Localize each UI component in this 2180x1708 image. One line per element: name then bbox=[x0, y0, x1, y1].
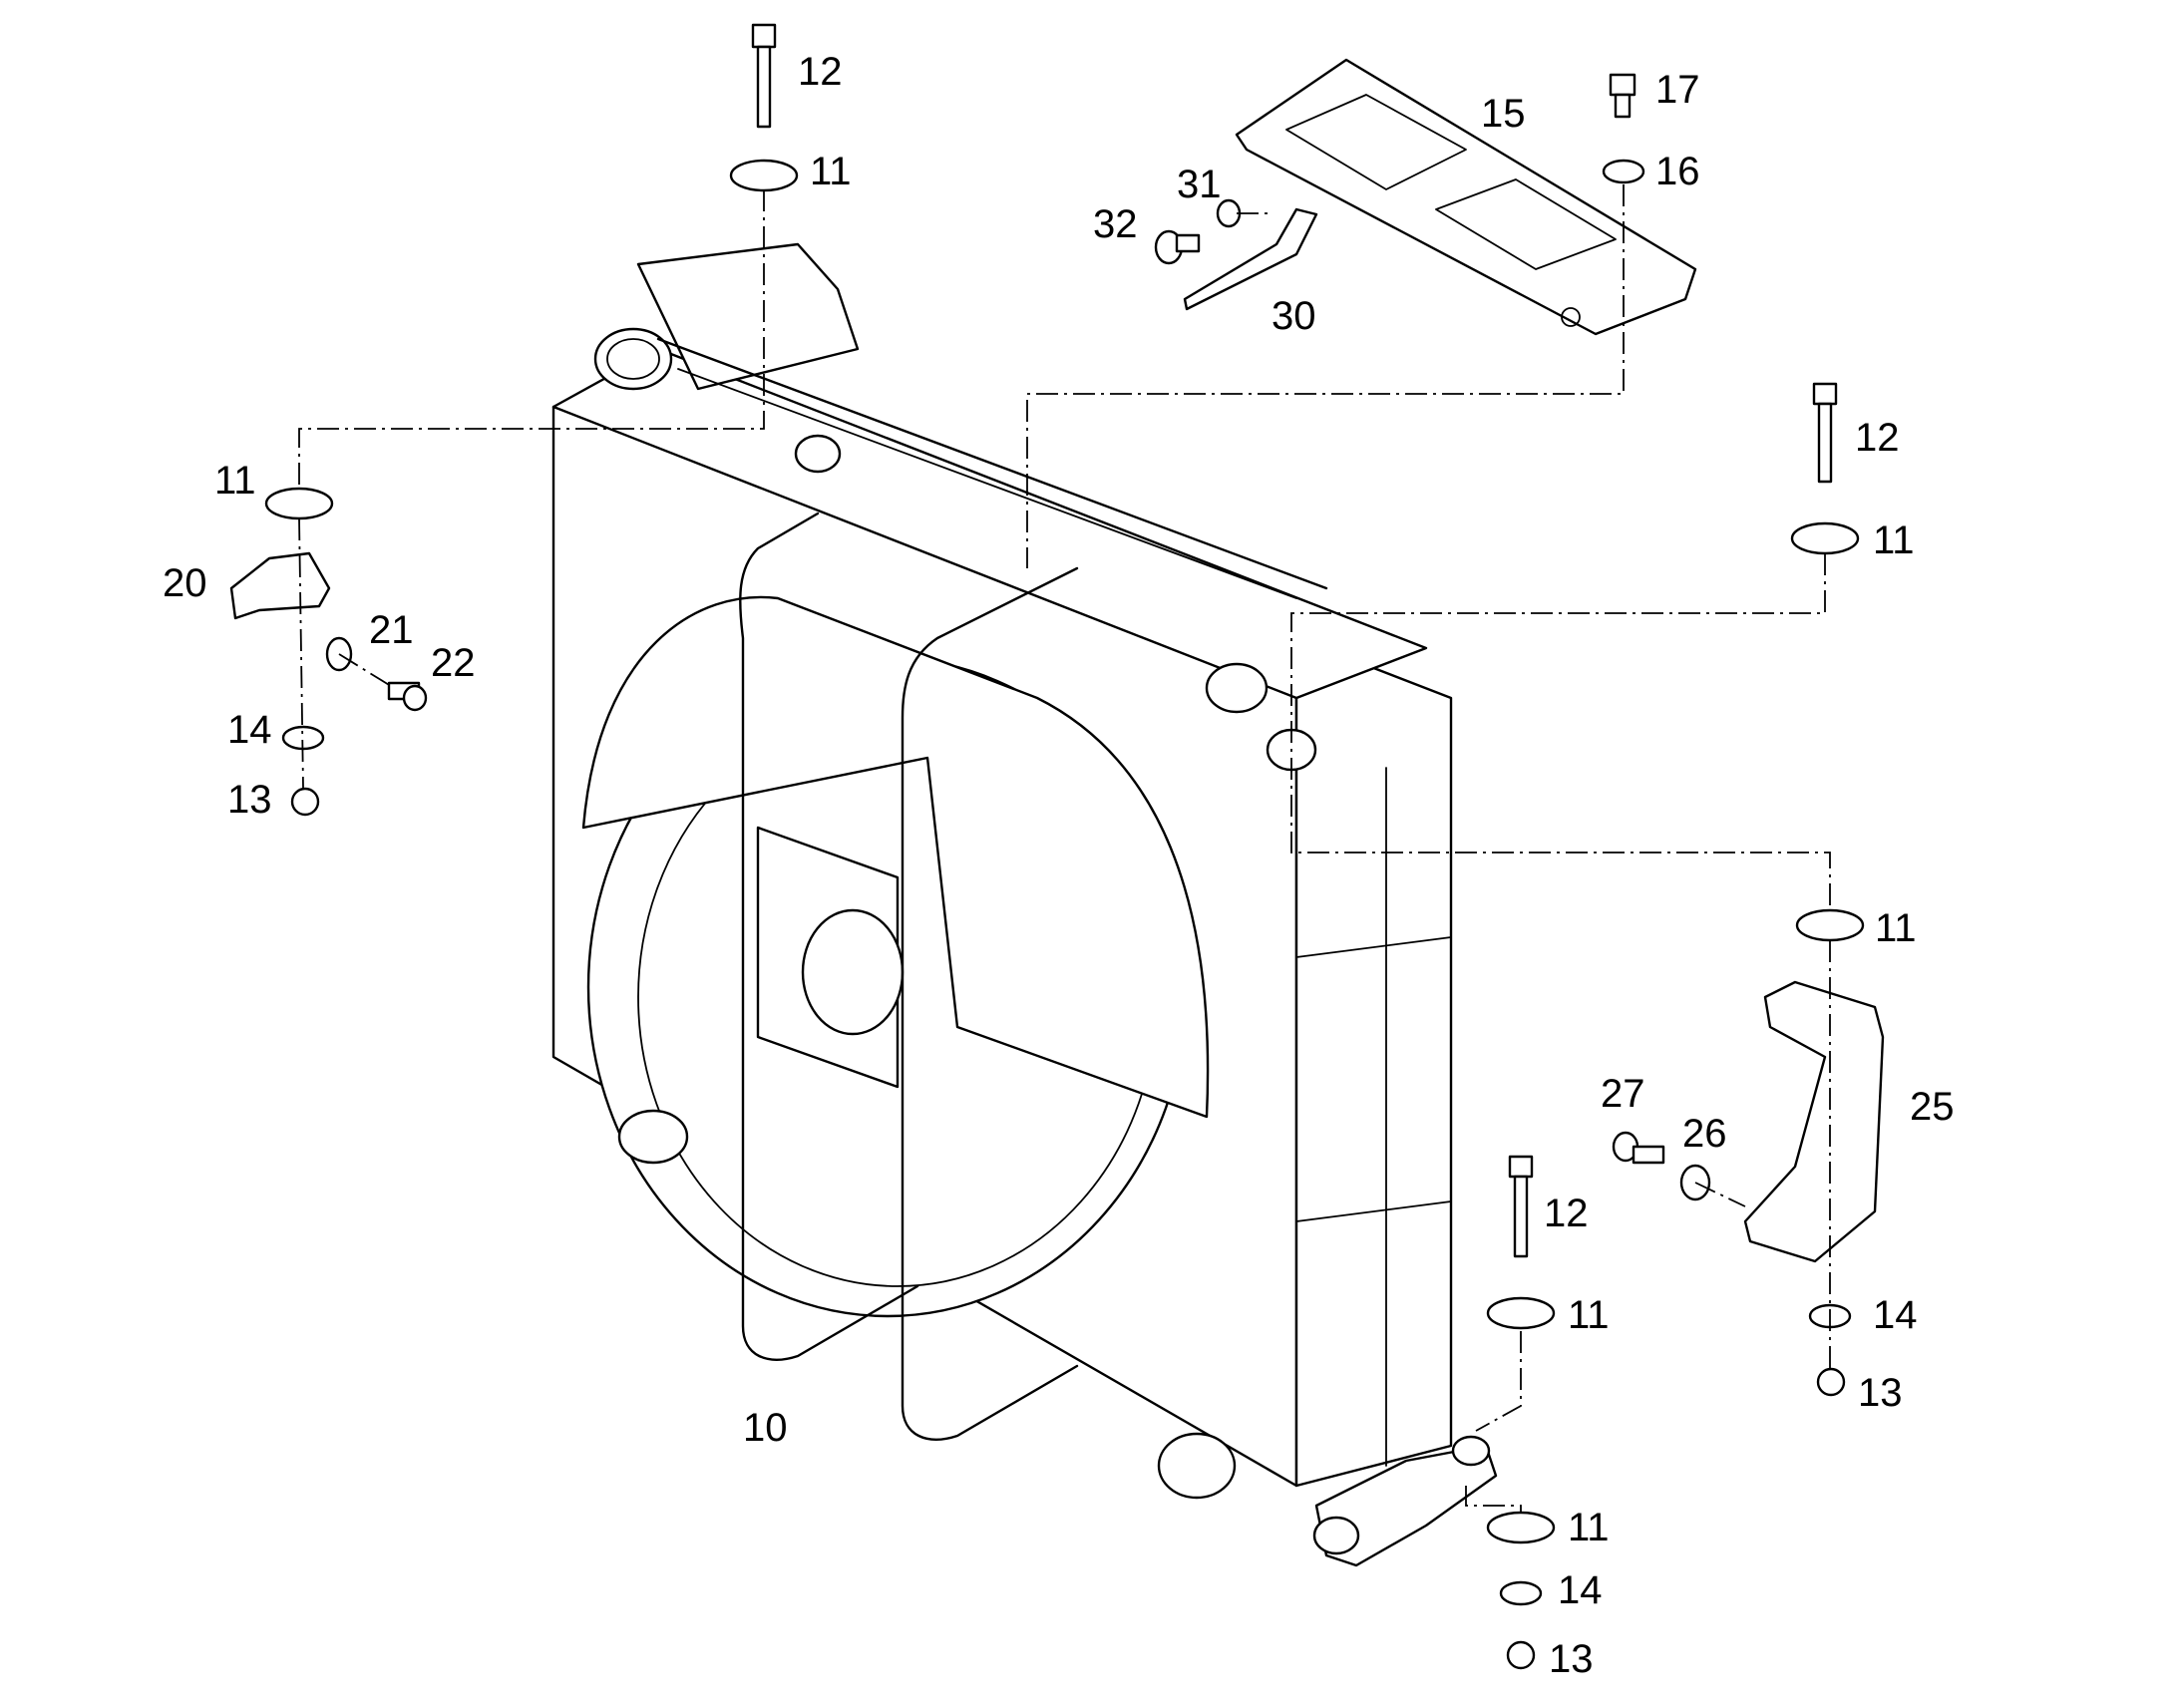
assembly-leader-lines bbox=[298, 184, 1831, 1513]
bracket-15-frame bbox=[1235, 58, 1697, 336]
bolt-12-bottom bbox=[1508, 1155, 1534, 1258]
label-11-top: 11 bbox=[810, 150, 852, 193]
label-11-right-lower: 11 bbox=[1875, 906, 1917, 950]
inlet-pipe bbox=[593, 327, 673, 391]
label-20: 20 bbox=[163, 561, 207, 605]
label-14-right: 14 bbox=[1873, 1293, 1918, 1337]
fan-hub-opening bbox=[801, 908, 905, 1036]
bolt-17 bbox=[1609, 73, 1636, 119]
bolt-12-top bbox=[751, 23, 777, 129]
bolt-22 bbox=[387, 681, 428, 712]
washer-11-bottom-upper bbox=[1486, 1296, 1556, 1330]
bottom-flange bbox=[1157, 1432, 1237, 1500]
label-11-bottom-lower: 11 bbox=[1568, 1506, 1610, 1549]
nut-13-bottom bbox=[1506, 1640, 1536, 1670]
label-22: 22 bbox=[431, 641, 476, 685]
washer-11-bottom-lower bbox=[1486, 1511, 1556, 1544]
label-14-left: 14 bbox=[227, 708, 272, 752]
washer-14-bottom bbox=[1499, 1580, 1543, 1606]
label-13-left: 13 bbox=[227, 778, 272, 822]
shroud-cover bbox=[581, 595, 1210, 1119]
callout-labels: 10 12 11 11 20 21 22 14 13 15 17 16 31 3… bbox=[163, 50, 1955, 1681]
washer-11-top bbox=[729, 159, 799, 192]
label-16: 16 bbox=[1655, 150, 1700, 193]
label-31: 31 bbox=[1177, 163, 1222, 206]
radiator-assembly bbox=[551, 242, 1498, 1567]
label-30: 30 bbox=[1272, 294, 1316, 338]
strap-30 bbox=[1183, 207, 1318, 311]
nut-13-left bbox=[290, 787, 320, 817]
label-10: 10 bbox=[743, 1406, 788, 1450]
bolt-32 bbox=[1154, 229, 1201, 265]
top-bracket-plate bbox=[1235, 58, 1697, 336]
label-27: 27 bbox=[1601, 1072, 1645, 1116]
side-flange bbox=[1205, 662, 1269, 714]
washer-11-left bbox=[264, 487, 334, 520]
bolt-12-right bbox=[1812, 382, 1838, 484]
lifting-handle-right bbox=[901, 566, 1079, 1441]
label-11-right-upper: 11 bbox=[1873, 518, 1915, 562]
outlet-pipe bbox=[617, 1109, 689, 1165]
label-11-left: 11 bbox=[214, 459, 256, 503]
label-25: 25 bbox=[1910, 1085, 1955, 1129]
small-pipe bbox=[794, 434, 842, 474]
bottom-mounting-foot bbox=[1314, 1444, 1498, 1567]
bracket-25 bbox=[1743, 980, 1885, 1263]
lifting-handle-left bbox=[739, 512, 919, 1361]
label-17: 17 bbox=[1655, 68, 1700, 112]
label-15: 15 bbox=[1481, 92, 1526, 136]
label-21: 21 bbox=[369, 608, 414, 652]
bracket-20 bbox=[229, 551, 331, 620]
bolt-27 bbox=[1612, 1131, 1665, 1165]
label-11-bottom-upper: 11 bbox=[1568, 1293, 1610, 1337]
washer-16 bbox=[1602, 159, 1645, 184]
nut-13-right bbox=[1816, 1367, 1846, 1397]
radiator-core-right bbox=[1294, 636, 1453, 1488]
label-26: 26 bbox=[1682, 1112, 1727, 1156]
label-12-right: 12 bbox=[1855, 416, 1900, 460]
label-32: 32 bbox=[1093, 202, 1138, 246]
label-14-bottom: 14 bbox=[1558, 1568, 1603, 1612]
label-13-right: 13 bbox=[1858, 1371, 1903, 1415]
washer-11-right-upper bbox=[1790, 521, 1860, 555]
label-13-bottom: 13 bbox=[1549, 1637, 1594, 1681]
label-12-bottom: 12 bbox=[1544, 1192, 1589, 1235]
washer-11-right-lower bbox=[1795, 908, 1865, 942]
label-12-top: 12 bbox=[798, 50, 843, 94]
